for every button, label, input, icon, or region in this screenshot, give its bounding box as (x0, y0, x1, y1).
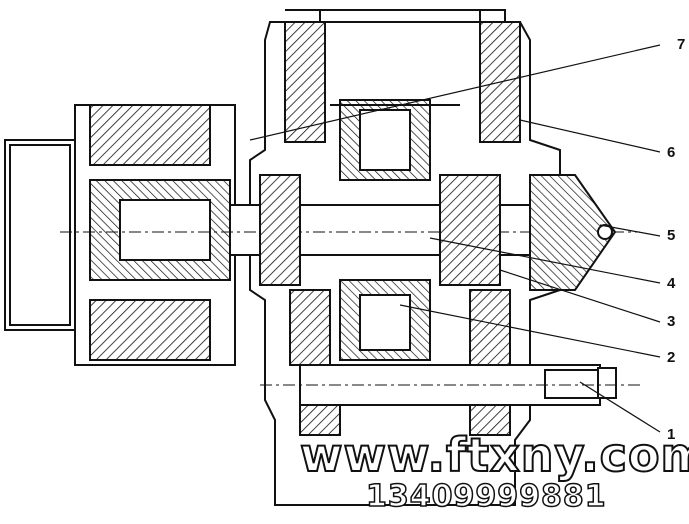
end-fitting (597, 224, 613, 240)
leader-6 (519, 119, 661, 153)
leader-4 (429, 237, 661, 284)
housing-outline (249, 21, 561, 506)
leader-1 (579, 381, 661, 433)
watermark-url: www.ftxny.com (299, 428, 689, 482)
housing-wall-top-left (284, 21, 326, 143)
callout-2: 2 (667, 349, 676, 366)
callout-5: 5 (667, 227, 676, 244)
leader-2 (399, 304, 661, 358)
callout-4: 4 (667, 275, 676, 292)
housing-top-flange (285, 9, 506, 22)
callout-3: 3 (667, 313, 676, 330)
leader-5 (599, 224, 661, 237)
leader-7 (249, 44, 661, 141)
left-motor-cover (4, 139, 76, 331)
callout-1: 1 (667, 426, 676, 443)
watermark-phone: 13409999881 (365, 479, 607, 514)
callout-7: 7 (677, 36, 686, 53)
leader-3 (499, 269, 661, 323)
callout-6: 6 (667, 144, 676, 161)
